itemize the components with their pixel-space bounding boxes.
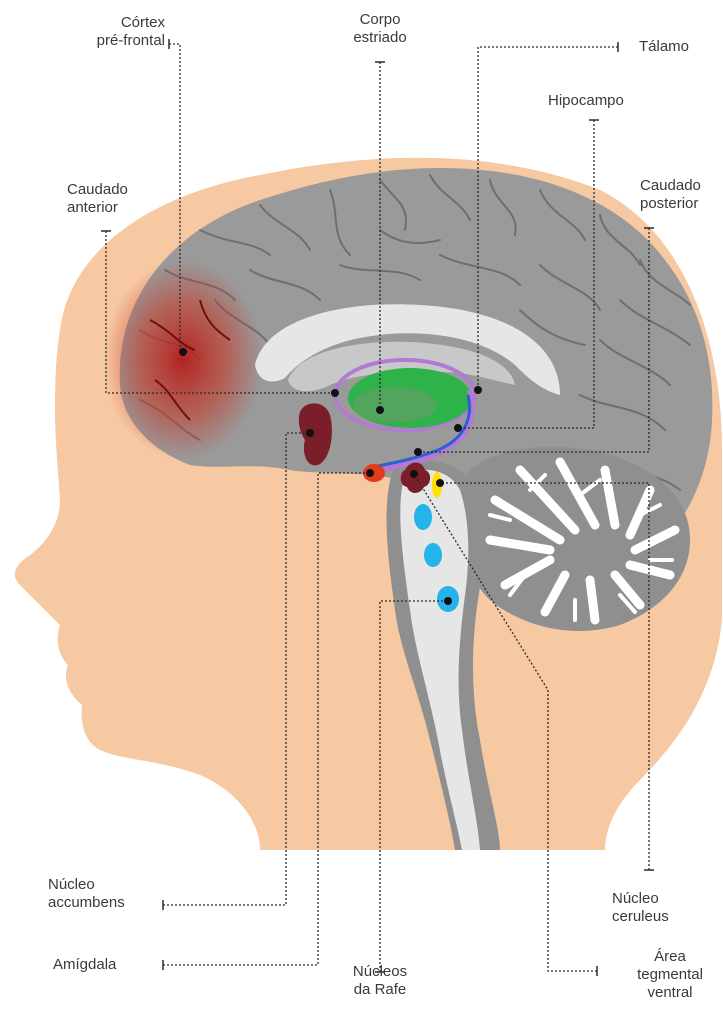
label-nucleo-ceruleus: Núcleo ceruleus bbox=[612, 890, 669, 926]
label-talamo: Tálamo bbox=[639, 38, 689, 56]
label-caudado-anterior: Caudado anterior bbox=[67, 181, 128, 217]
label-cortex-prefrontal: Córtex pré-frontal bbox=[97, 14, 165, 50]
label-nucleos-rafe: Núcleos da Rafe bbox=[335, 963, 425, 999]
raphe-dot-2 bbox=[424, 543, 442, 567]
label-hipocampo: Hipocampo bbox=[548, 92, 624, 110]
label-amigdala: Amígdala bbox=[53, 956, 116, 974]
label-area-tegmental-ventral: Área tegmental ventral bbox=[630, 948, 710, 1002]
label-nucleo-accumbens: Núcleo accumbens bbox=[48, 876, 125, 912]
striatum-inner bbox=[353, 387, 437, 423]
label-corpo-estriado: Corpo estriado bbox=[340, 11, 420, 47]
raphe-dot-1 bbox=[414, 504, 432, 530]
prefrontal-highlight bbox=[103, 260, 263, 460]
label-caudado-posterior: Caudado posterior bbox=[640, 177, 701, 213]
